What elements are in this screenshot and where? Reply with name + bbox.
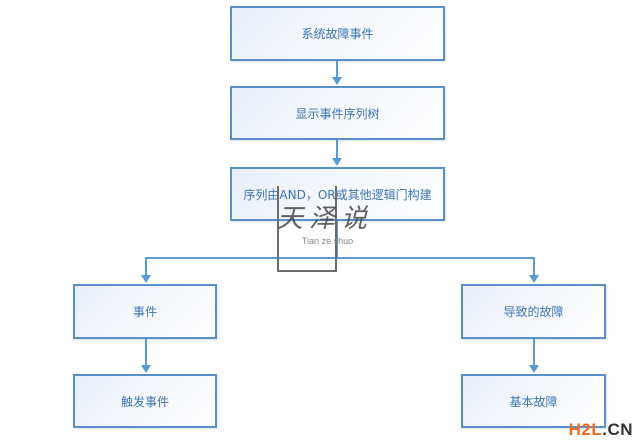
node-system-fault-event: 系统故障事件: [230, 6, 445, 61]
brand-logo: H2L.CN: [569, 420, 633, 440]
brand-part1: H2L: [568, 420, 603, 439]
watermark-chinese: 天泽说: [276, 204, 373, 234]
watermark-frame: [277, 186, 337, 272]
node-label: 事件: [132, 305, 157, 319]
node-event: 事件: [73, 284, 217, 339]
node-show-event-sequence-tree: 显示事件序列树: [230, 86, 445, 140]
node-label: 基本故障: [509, 394, 558, 409]
arrowhead-n3-n5: [529, 275, 539, 283]
node-trigger-event: 触发事件: [73, 374, 217, 428]
node-resulting-fault: 导致的故障: [461, 284, 606, 339]
arrowhead-n3-n4: [141, 275, 151, 283]
brand-part2: .CN: [602, 420, 633, 439]
watermark-pinyin: Tian ze shuo: [301, 236, 354, 246]
node-label: 序列由AND，OR或其他逻辑门构建: [243, 187, 432, 202]
node-label: 系统故障事件: [301, 27, 374, 41]
node-label: 触发事件: [120, 394, 169, 409]
node-label: 导致的故障: [503, 305, 564, 319]
arrowhead-n5-n7: [529, 365, 539, 373]
arrowhead-n1-n2: [332, 77, 342, 85]
node-basic-fault: 基本故障: [461, 374, 606, 428]
arrowhead-n2-n3: [332, 158, 342, 166]
node-sequence-logic-gates: 序列由AND，OR或其他逻辑门构建: [230, 167, 445, 221]
arrowhead-n4-n6: [141, 365, 151, 373]
node-label: 显示事件序列树: [295, 106, 380, 121]
